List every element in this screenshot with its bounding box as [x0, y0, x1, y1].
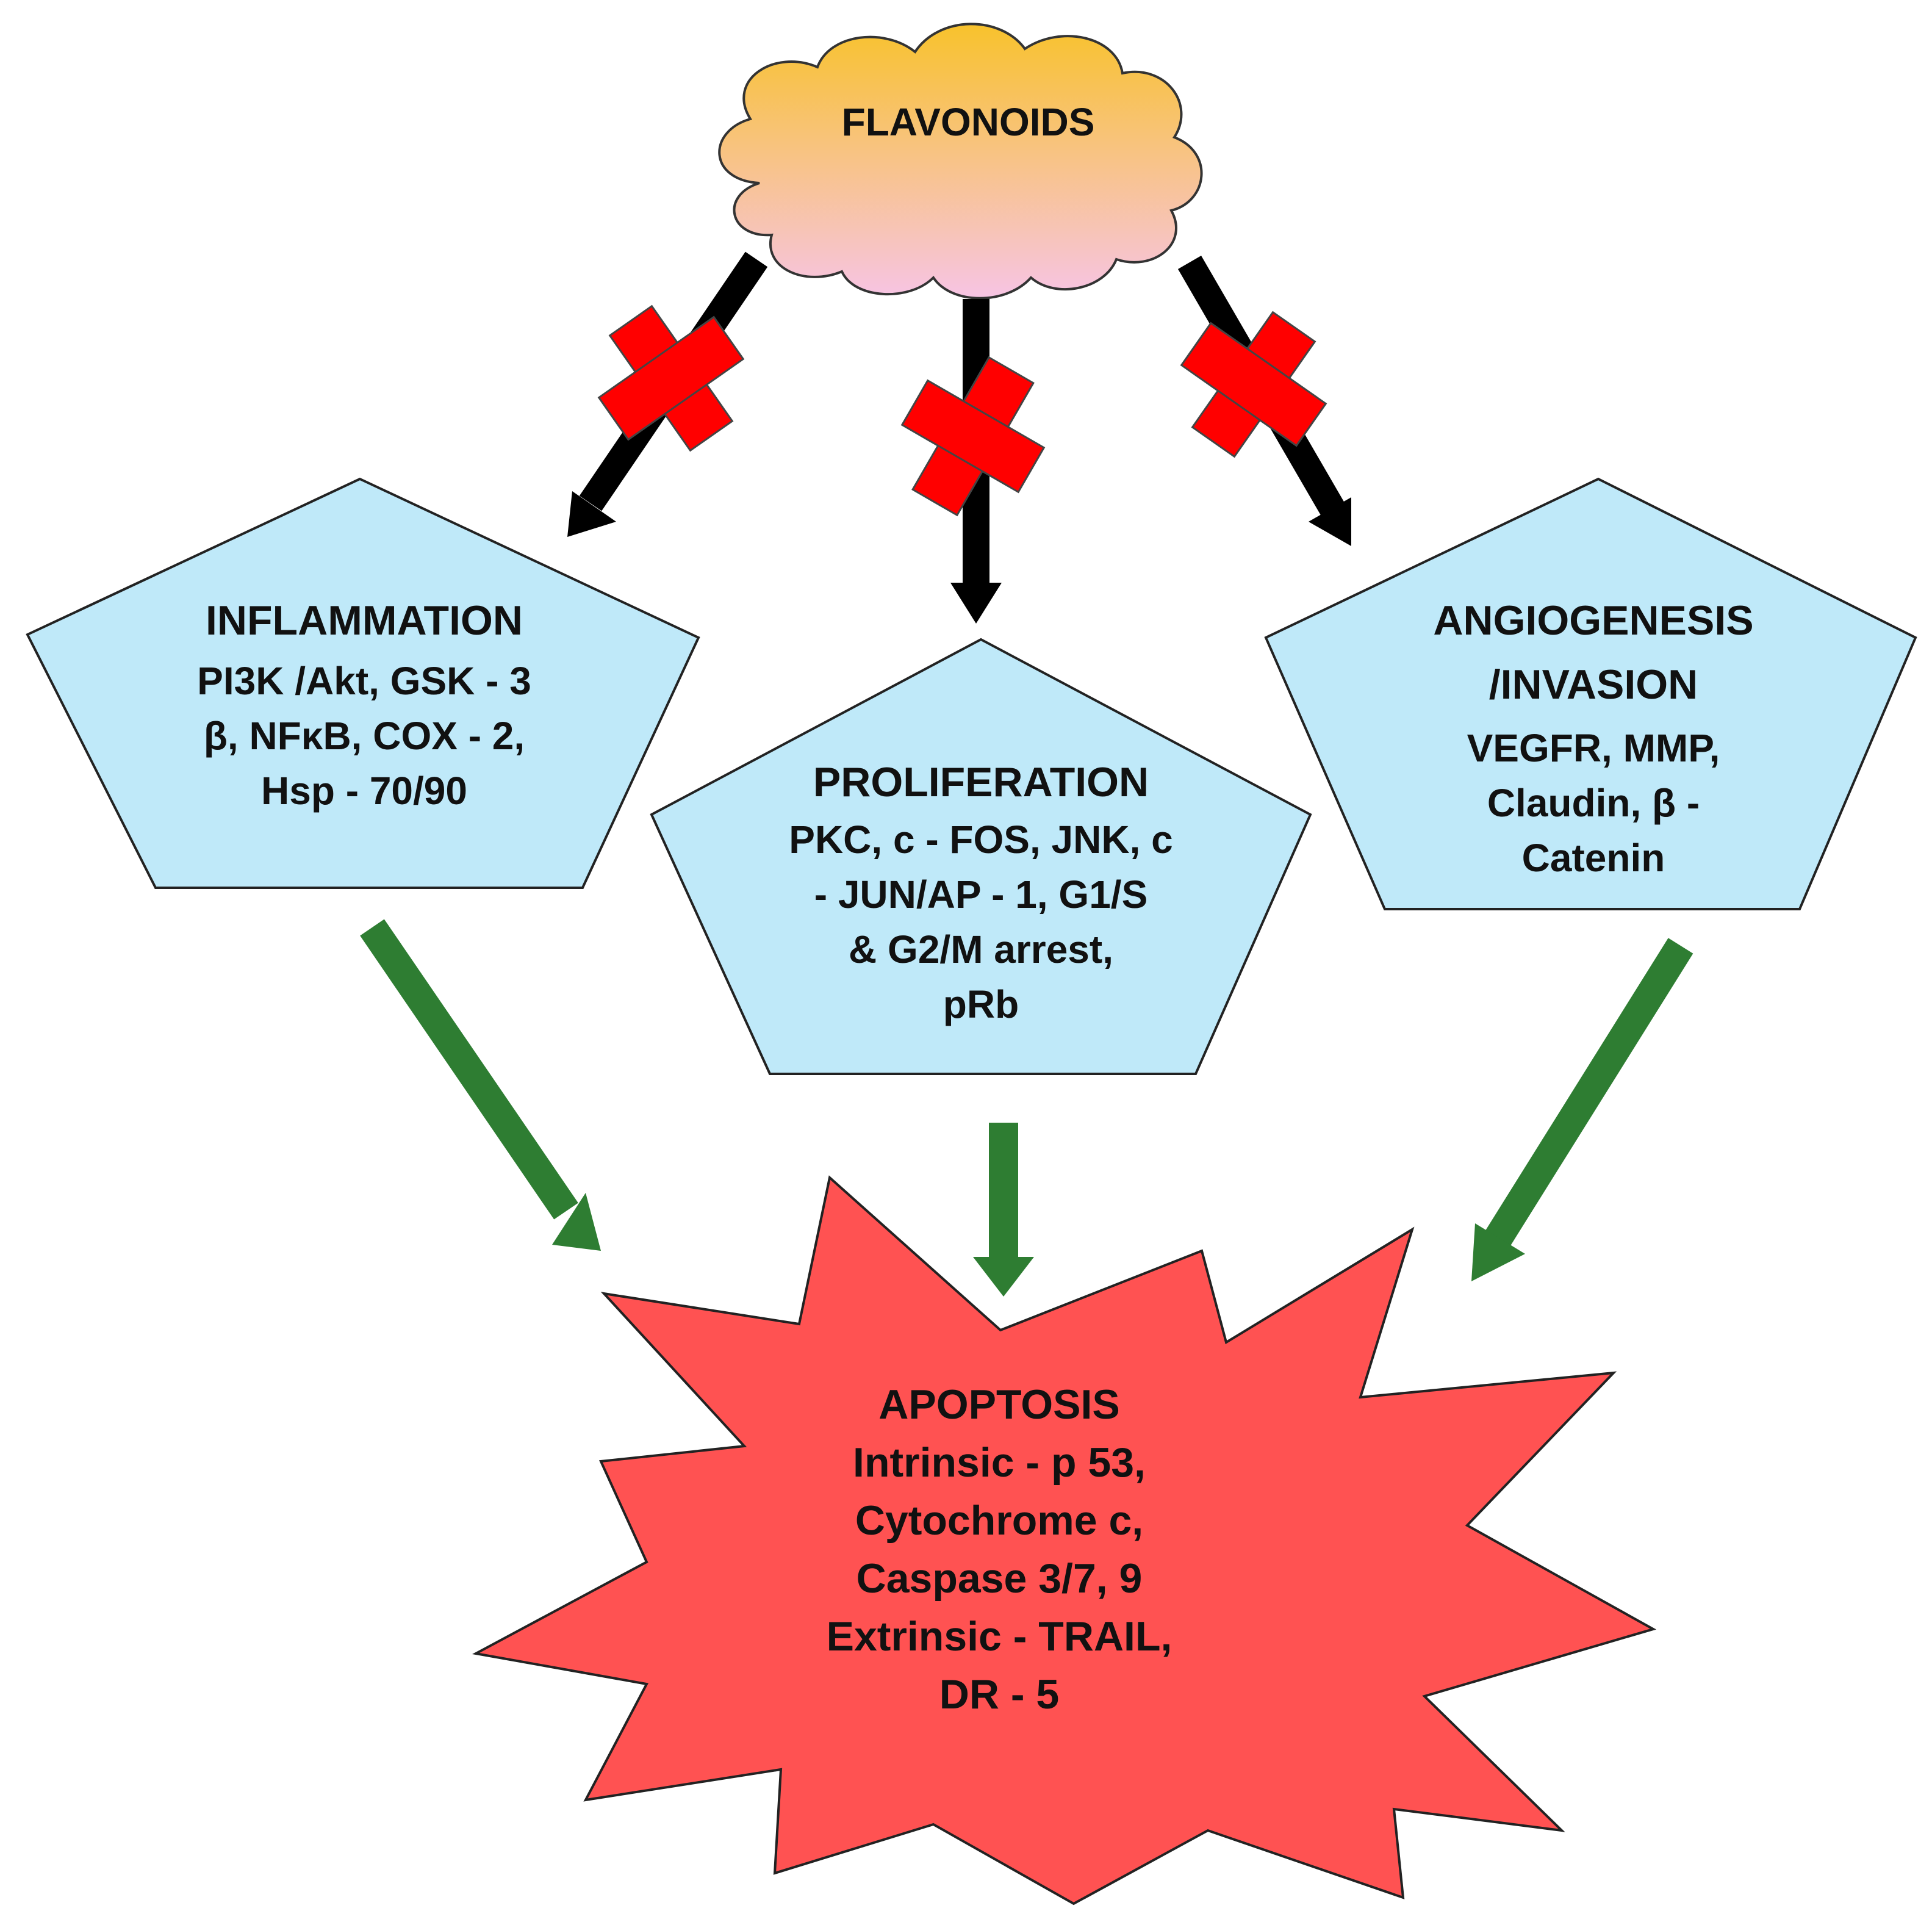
pentagon-shape	[26, 477, 700, 889]
green-arrow-icon	[360, 919, 601, 1251]
apoptosis-markers-line: Cytochrome c,	[855, 1497, 1143, 1544]
apoptosis-title: APOPTOSIS	[878, 1381, 1120, 1428]
inhibit-arrowhead-right	[1309, 497, 1351, 546]
pentagon-shape	[1264, 477, 1917, 910]
apoptosis-markers-line: Caspase 3/7, 9	[856, 1555, 1143, 1602]
result-arrows	[360, 919, 1693, 1297]
inhibit-marks	[597, 304, 1327, 517]
flavonoids-label: FLAVONOIDS	[842, 100, 1095, 144]
inflammation-markers-line: β, NFκB, COX - 2,	[204, 714, 525, 758]
inhibit-arrowhead-left	[567, 491, 616, 537]
cloud-icon	[718, 23, 1203, 300]
angiogenesis-markers-line: Catenin	[1522, 836, 1665, 880]
apoptosis-burst: APOPTOSIS Intrinsic - p 53, Cytochrome c…	[472, 1175, 1657, 1906]
angiogenesis-pentagon: ANGIOGENESIS /INVASION VEGFR, MMP, Claud…	[1264, 477, 1917, 910]
inflammation-title: INFLAMMATION	[206, 597, 523, 644]
apoptosis-markers-line: DR - 5	[939, 1671, 1059, 1718]
angiogenesis-markers-line: VEGFR, MMP,	[1467, 726, 1720, 770]
inflammation-markers-line: Hsp - 70/90	[261, 769, 467, 813]
angiogenesis-title: /INVASION	[1489, 661, 1698, 708]
red-x-icon	[900, 356, 1046, 517]
angiogenesis-markers-line: Claudin, β -	[1487, 781, 1700, 825]
flavonoids-cloud: FLAVONOIDS	[718, 23, 1203, 300]
green-arrow-icon	[1471, 938, 1693, 1281]
inflammation-pentagon: INFLAMMATION PI3K /Akt, GSK - 3 β, NFκB,…	[26, 477, 700, 889]
red-x-icon	[1180, 311, 1327, 458]
apoptosis-markers-line: Extrinsic - TRAIL,	[827, 1613, 1172, 1660]
apoptosis-markers-line: Intrinsic - p 53,	[853, 1439, 1146, 1486]
proliferation-pentagon: PROLIFERATION PKC, c - FOS, JNK, c - JUN…	[650, 638, 1312, 1075]
proliferation-markers-line: & G2/M arrest,	[849, 927, 1113, 971]
proliferation-markers-line: - JUN/AP - 1, G1/S	[814, 873, 1148, 916]
red-x-icon	[597, 304, 745, 452]
inflammation-markers-line: PI3K /Akt, GSK - 3	[197, 659, 531, 703]
proliferation-title: PROLIFERATION	[813, 759, 1149, 805]
inhibit-arrowhead-center	[950, 583, 1002, 624]
pentagon-shape	[650, 638, 1312, 1075]
proliferation-markers-line: PKC, c - FOS, JNK, c	[789, 818, 1172, 862]
green-arrow-icon	[973, 1123, 1034, 1297]
angiogenesis-title: ANGIOGENESIS	[1433, 597, 1753, 644]
proliferation-markers-line: pRb	[943, 982, 1019, 1026]
starburst-shape	[472, 1175, 1657, 1906]
